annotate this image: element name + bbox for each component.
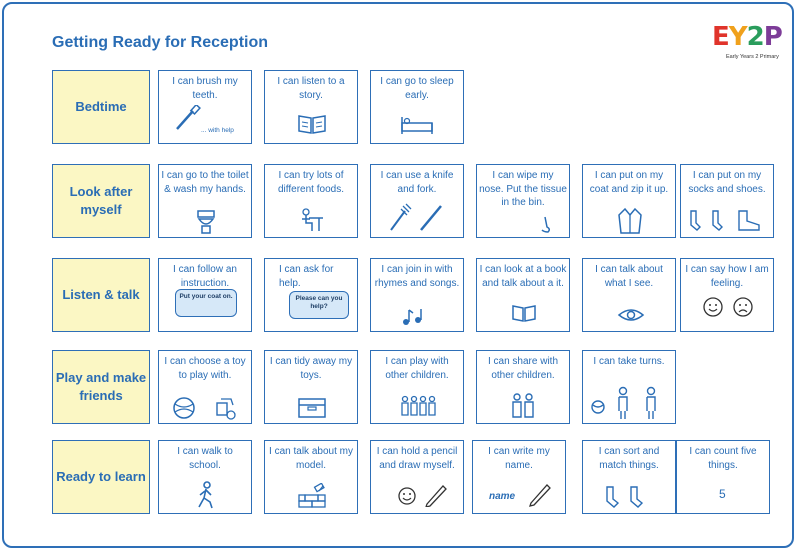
card-tidy-toys: I can tidy away my toys. (264, 350, 358, 424)
card-brush-teeth: I can brush my teeth. ... with help (158, 70, 252, 144)
face-pencil-icon (398, 485, 447, 507)
socks-icon (606, 486, 644, 508)
socks-shoes-icon (690, 210, 760, 231)
coat-icon (618, 207, 642, 234)
card-walk-school: I can walk to school. (158, 440, 252, 514)
two-children-icon (512, 393, 534, 418)
category-listen-talk: Listen & talk (52, 258, 150, 332)
card-pencil-draw: I can hold a pencil and draw myself. (370, 440, 464, 514)
card-socks-shoes: I can put on my socks and shoes. (680, 164, 774, 238)
ey2p-logo: EY2P Early Years 2 Primary (712, 22, 783, 60)
card-talk-model: I can talk about my model. (264, 440, 358, 514)
card-feeling: I can say how I am feeling. (680, 258, 774, 332)
card-knife-fork: I can use a knife and fork. (370, 164, 464, 238)
card-count-five: I can count five things. 5 (676, 440, 770, 514)
book-icon (512, 305, 536, 322)
card-follow-instruction: I can follow an instruction. Put your co… (158, 258, 252, 332)
faces-icon (703, 297, 753, 317)
card-sleep-early: I can go to sleep early. (370, 70, 464, 144)
page-title: Getting Ready for Reception (52, 34, 269, 51)
bricks-icon (298, 483, 326, 508)
toothbrush-icon (176, 105, 201, 130)
card-share: I can share with other children. (476, 350, 570, 424)
walking-icon (198, 481, 213, 509)
card-talk-see: I can talk about what I see. (582, 258, 676, 332)
category-look-after-myself: Look after myself (52, 164, 150, 238)
card-look-at-book: I can look at a book and talk about a it… (476, 258, 570, 332)
count-number: 5 (719, 487, 726, 501)
card-listen-story: I can listen to a story. (264, 70, 358, 144)
children-group-icon (401, 395, 436, 416)
card-ask-help: I can ask for help. Please can you help? (264, 258, 358, 332)
card-choose-toy: I can choose a toy to play with. (158, 350, 252, 424)
card-rhymes-songs: I can join in with rhymes and songs. (370, 258, 464, 332)
box-icon (298, 398, 326, 418)
card-toilet: I can go to the toilet & wash my hands. (158, 164, 252, 238)
speech-bubble-icon: Please can you help? (289, 291, 349, 319)
eating-icon (302, 208, 323, 231)
knife-fork-icon (390, 203, 442, 231)
category-play-friends: Play and make friends (52, 350, 150, 424)
nose-icon (541, 216, 551, 233)
page-frame (2, 2, 794, 548)
toilet-icon (197, 210, 215, 234)
card-sort-match: I can sort and match things. (582, 440, 676, 514)
card-play-children: I can play with other children. (370, 350, 464, 424)
category-ready-learn: Ready to learn (52, 440, 150, 514)
eye-icon (617, 309, 645, 321)
card-write-name: I can write my name. name (472, 440, 566, 514)
toys-icon (173, 397, 236, 420)
with-help-note: ... with help (201, 127, 234, 134)
speech-bubble-icon: Put your coat on. (175, 289, 237, 317)
name-word: name (489, 491, 516, 502)
card-wipe-nose: I can wipe my nose. Put the tissue in th… (476, 164, 570, 238)
logo-tagline: Early Years 2 Primary (726, 54, 779, 60)
turn-taking-icon (591, 386, 656, 419)
bed-icon (401, 117, 433, 134)
pencil-icon (529, 484, 551, 507)
book-icon (298, 115, 326, 134)
card-coat: I can put on my coat and zip it up. (582, 164, 676, 238)
card-take-turns: I can take turns. (582, 350, 676, 424)
category-bedtime: Bedtime (52, 70, 150, 144)
card-foods: I can try lots of different foods. (264, 164, 358, 238)
music-notes-icon (403, 309, 422, 325)
